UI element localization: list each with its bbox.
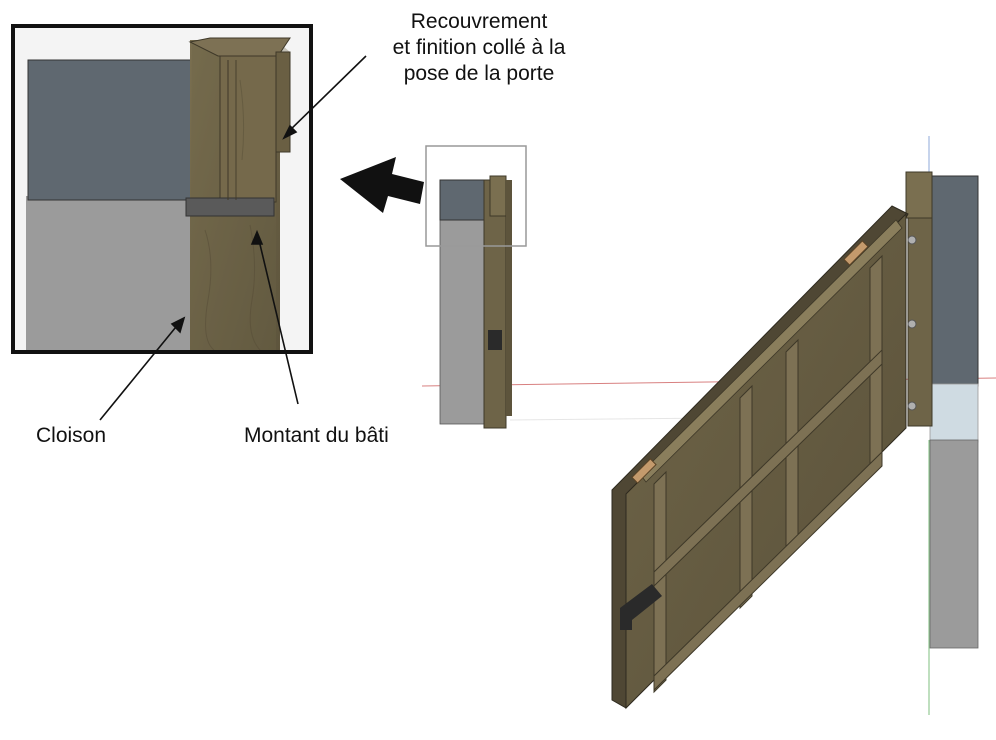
wall-dark-zoom bbox=[27, 59, 219, 201]
door-leaf bbox=[611, 205, 909, 710]
label-recouvrement: Recouvrement et finition collé à la pose… bbox=[344, 9, 614, 87]
right-wall bbox=[905, 171, 979, 649]
label-cloison: Cloison bbox=[36, 424, 107, 447]
leader-lines bbox=[99, 55, 367, 421]
label-recouvrement-line-3: pose de la porte bbox=[403, 62, 555, 85]
frame-elevation bbox=[425, 145, 527, 429]
cloison-zoom bbox=[26, 196, 192, 350]
recouvrement-zoom bbox=[219, 55, 277, 203]
zoom-highlight-box bbox=[425, 145, 527, 247]
zoom-frame bbox=[11, 24, 313, 354]
zoom-detail bbox=[11, 24, 313, 354]
label-recouvrement-line-1: Recouvrement bbox=[410, 10, 548, 33]
zoom-arrow bbox=[340, 157, 424, 213]
label-montant: Montant du bâti bbox=[244, 424, 389, 447]
label-recouvrement-line-2: et finition collé à la bbox=[392, 36, 566, 59]
